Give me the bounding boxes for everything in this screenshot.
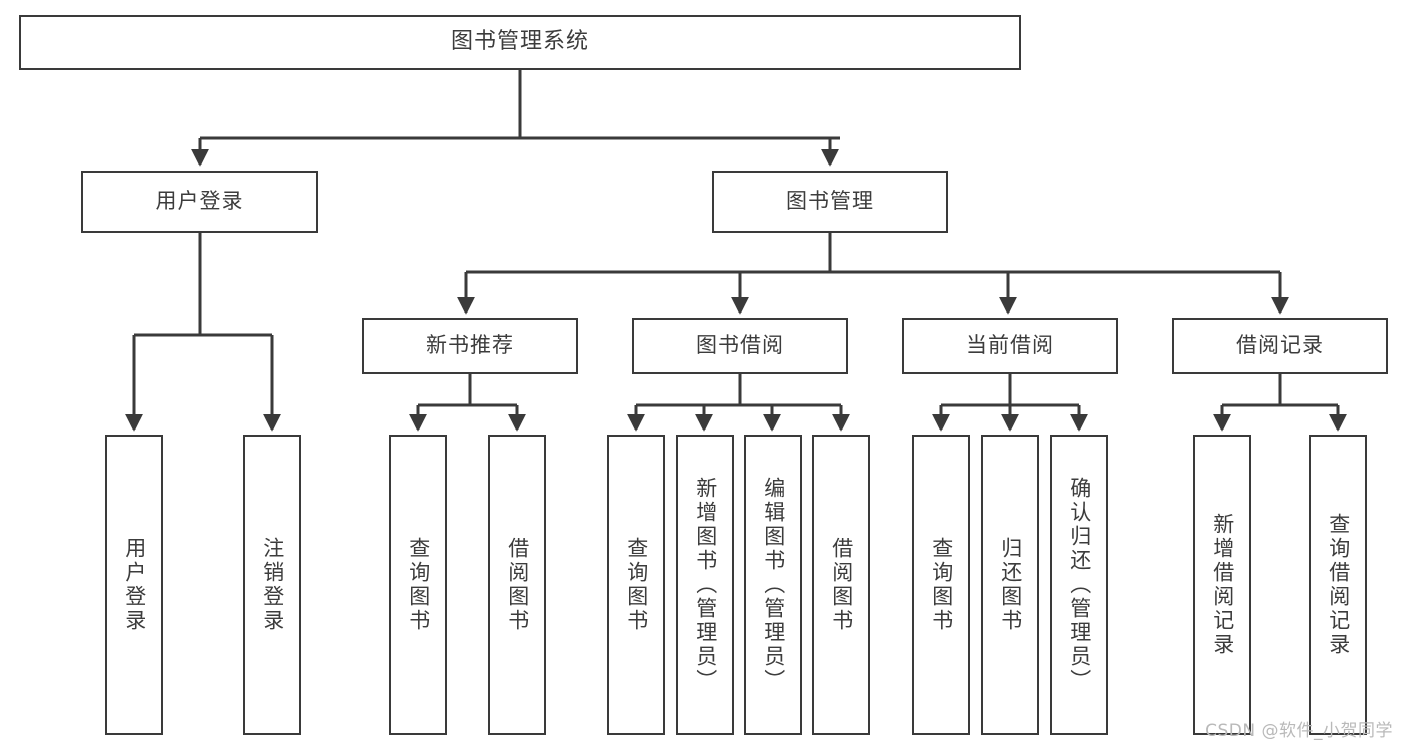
node-new-book-recommend[interactable]: 新书推荐 [362,318,578,374]
leaf-query-books-borrow[interactable]: 查询图书 [607,435,665,735]
leaf-query-borrow-record[interactable]: 查询借阅记录 [1309,435,1367,735]
node-book-borrow[interactable]: 图书借阅 [632,318,848,374]
leaf-confirm-return-admin[interactable]: 确认归还（管理员） [1050,435,1108,735]
node-root-system[interactable]: 图书管理系统 [19,15,1021,70]
node-book-management[interactable]: 图书管理 [712,171,948,233]
leaf-return-book[interactable]: 归还图书 [981,435,1039,735]
leaf-user-login[interactable]: 用户登录 [105,435,163,735]
leaf-query-books-new[interactable]: 查询图书 [389,435,447,735]
node-borrow-records[interactable]: 借阅记录 [1172,318,1388,374]
leaf-logout[interactable]: 注销登录 [243,435,301,735]
leaf-borrow-book[interactable]: 借阅图书 [812,435,870,735]
leaf-borrow-books-new[interactable]: 借阅图书 [488,435,546,735]
leaf-edit-book-admin[interactable]: 编辑图书（管理员） [744,435,802,735]
leaf-query-books-current[interactable]: 查询图书 [912,435,970,735]
node-current-borrow[interactable]: 当前借阅 [902,318,1118,374]
leaf-add-book-admin[interactable]: 新增图书（管理员） [676,435,734,735]
node-user-login[interactable]: 用户登录 [81,171,318,233]
leaf-add-borrow-record[interactable]: 新增借阅记录 [1193,435,1251,735]
